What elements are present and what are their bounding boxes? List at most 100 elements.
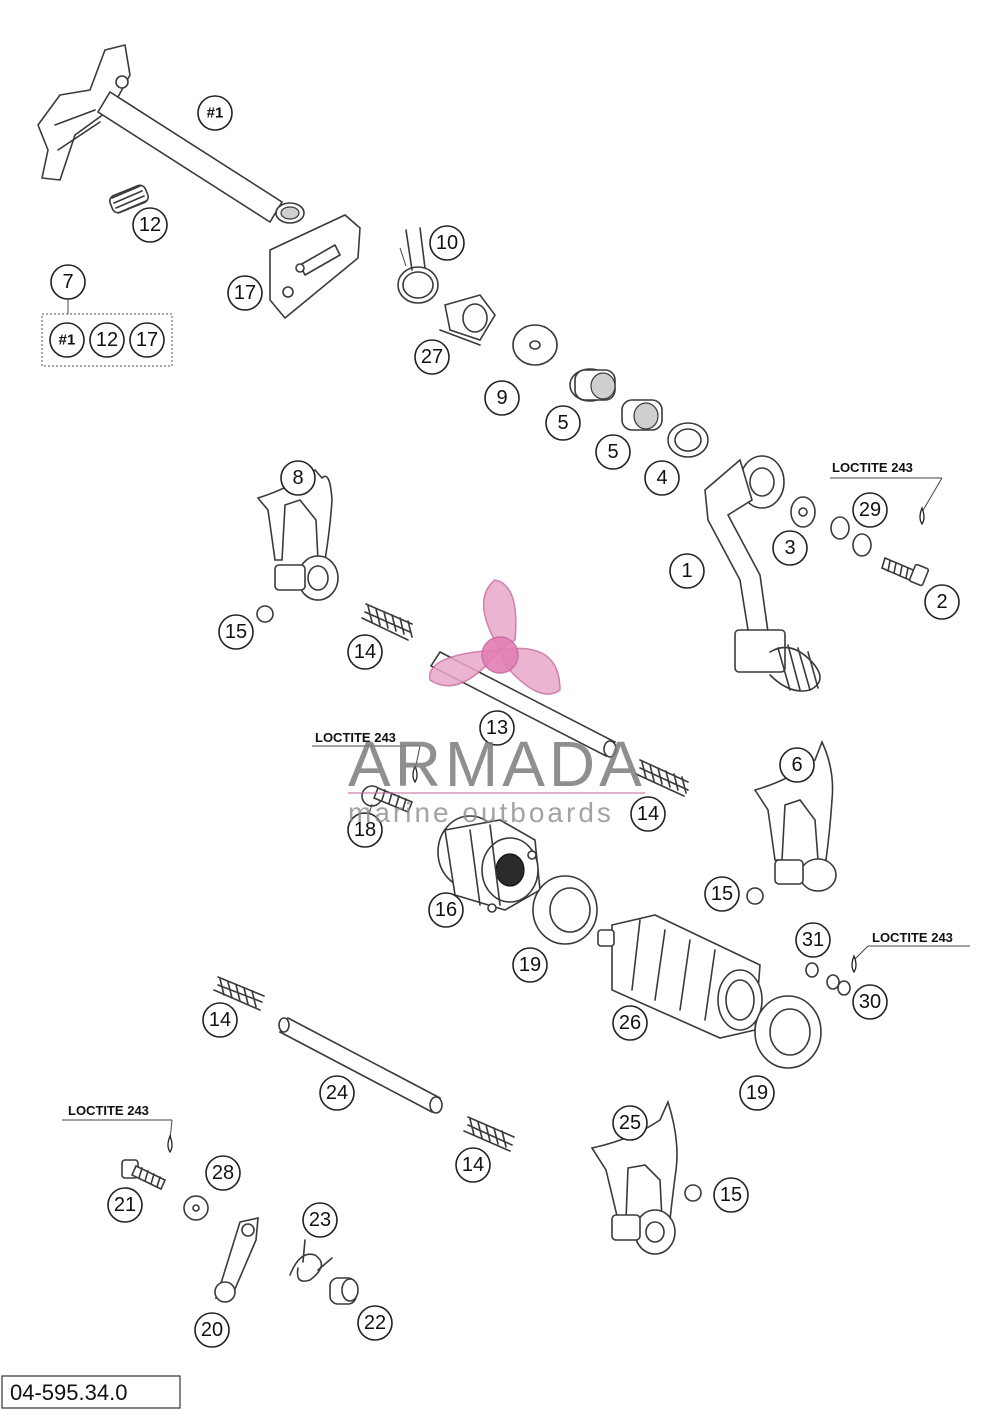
callout-circle xyxy=(512,947,548,983)
callout-circle xyxy=(924,584,960,620)
part-callout: 27 xyxy=(414,339,450,375)
callout-number: 23 xyxy=(309,1209,331,1231)
callout-circle xyxy=(414,339,450,375)
callout-number: 5 xyxy=(607,441,618,463)
part-spring-12 xyxy=(109,184,149,214)
part-seal-4 xyxy=(667,422,709,458)
part-shift-fork-8 xyxy=(256,468,339,601)
callout-circle xyxy=(455,1147,491,1183)
callout-number: #1 xyxy=(207,105,224,122)
part-pin-15-right xyxy=(746,887,764,905)
part-callout: 18 xyxy=(347,812,383,848)
callout-number: 28 xyxy=(212,1162,234,1184)
part-callout: 13 xyxy=(479,710,515,746)
part-callout: 12 xyxy=(132,207,168,243)
callout-number: 17 xyxy=(234,282,256,304)
part-callout: 14 xyxy=(630,796,666,832)
part-callout: 31 xyxy=(795,922,831,958)
callout-circle xyxy=(205,1155,241,1191)
part-spring-14-upper xyxy=(361,603,413,641)
part-callout: 30 xyxy=(852,984,888,1020)
part-callout: 17 xyxy=(129,322,165,358)
callout-circle xyxy=(197,95,233,131)
watermark-subtitle: marine outboards xyxy=(348,797,614,828)
loctite-label: LOCTITE 243 xyxy=(832,460,913,475)
part-callout: 19 xyxy=(512,947,548,983)
part-bearing-19-left xyxy=(532,875,598,945)
callout-number: 24 xyxy=(326,1082,348,1104)
callout-number: 3 xyxy=(784,537,795,559)
callout-circle xyxy=(484,380,520,416)
callout-number: 14 xyxy=(462,1154,484,1176)
callout-number: 17 xyxy=(136,329,158,351)
callout-number: 21 xyxy=(114,1194,136,1216)
callout-number: 7 xyxy=(62,271,73,293)
part-callout: 21 xyxy=(107,1187,143,1223)
part-callout: 5 xyxy=(545,405,581,441)
callout-number: 26 xyxy=(619,1012,641,1034)
callout-number: 22 xyxy=(364,1312,386,1334)
part-bushing-5b xyxy=(621,399,663,431)
callout-number: 18 xyxy=(354,819,376,841)
part-spring-14-left xyxy=(213,976,265,1011)
callout-number: 2 xyxy=(936,591,947,613)
callout-number: 4 xyxy=(656,467,667,489)
part-bolt-2 xyxy=(881,556,930,587)
callout-circle xyxy=(612,1105,648,1141)
part-washer-31 xyxy=(805,962,819,978)
part-bushing-22 xyxy=(329,1277,359,1305)
part-pin-15-upper xyxy=(256,605,274,623)
part-callout: 19 xyxy=(739,1075,775,1111)
part-spring-14-middle xyxy=(635,759,689,797)
part-bearing-19-right xyxy=(754,995,822,1069)
part-callout: 7 xyxy=(50,264,86,300)
propeller-logo-icon xyxy=(429,579,561,695)
part-shift-shaft xyxy=(37,44,305,224)
leader-10 xyxy=(399,247,407,267)
loctite-label: LOCTITE 243 xyxy=(315,730,396,745)
diagram-id-text: 04-595.34.0 xyxy=(10,1380,127,1405)
callout-circle xyxy=(795,922,831,958)
part-callout: #1 xyxy=(197,95,233,131)
callout-number: 8 xyxy=(292,467,303,489)
callout-circle xyxy=(129,322,165,358)
part-shift-rail-13 xyxy=(429,650,617,758)
callout-number: 10 xyxy=(436,232,458,254)
callout-circle xyxy=(89,322,125,358)
callout-circle xyxy=(319,1075,355,1111)
callout-number: 6 xyxy=(791,754,802,776)
part-callout: 29 xyxy=(852,492,888,528)
callout-number: 30 xyxy=(859,991,881,1013)
callout-circle xyxy=(612,1005,648,1041)
part-callout: 1 xyxy=(669,553,705,589)
part-spring-23 xyxy=(289,1239,333,1282)
loctite-marker-cam xyxy=(312,745,421,784)
loctite-marker-drum xyxy=(851,945,970,974)
part-washer-9 xyxy=(512,324,558,366)
part-shift-lever-1 xyxy=(704,455,821,692)
callout-number: 5 xyxy=(557,412,568,434)
callout-number: 15 xyxy=(711,883,733,905)
part-callout: 3 xyxy=(772,530,808,566)
part-callout: 6 xyxy=(779,747,815,783)
part-washer-28 xyxy=(183,1195,209,1221)
callout-number: 15 xyxy=(720,1184,742,1206)
part-shift-drum-26 xyxy=(597,914,763,1039)
loctite-label: LOCTITE 243 xyxy=(68,1103,149,1118)
loctite-marker-bolt xyxy=(62,1119,173,1154)
callout-circle xyxy=(50,264,86,300)
callout-circle xyxy=(429,225,465,261)
callout-number: 15 xyxy=(225,621,247,643)
part-lever-20 xyxy=(214,1216,259,1303)
callout-circle xyxy=(107,1187,143,1223)
part-callout: 17 xyxy=(227,275,263,311)
callout-circle xyxy=(704,876,740,912)
callout-circle xyxy=(194,1312,230,1348)
callout-number: 12 xyxy=(139,214,161,236)
callout-circle xyxy=(739,1075,775,1111)
callout-number: 27 xyxy=(421,346,443,368)
part-circlip-10 xyxy=(397,227,439,304)
part-callout: 15 xyxy=(713,1177,749,1213)
part-spring-14-lower xyxy=(463,1116,515,1152)
callout-circle xyxy=(302,1202,338,1238)
